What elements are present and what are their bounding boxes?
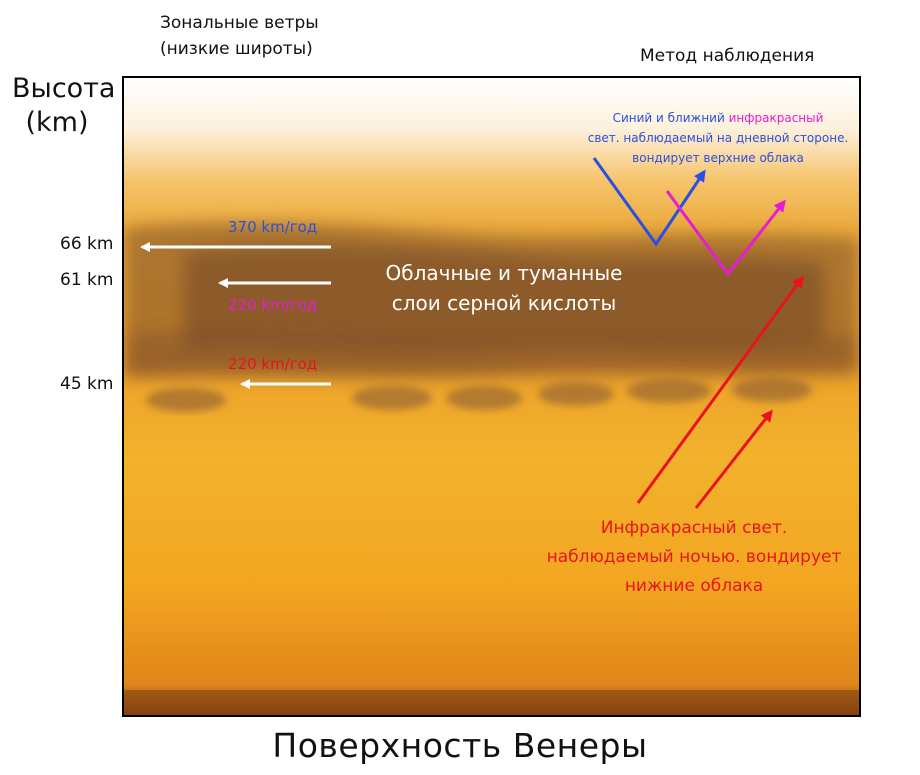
venus-surface-title: Поверхность Венеры xyxy=(272,726,648,765)
sulfuric-cloud-layer xyxy=(124,222,859,378)
near-infrared-arrow xyxy=(665,190,786,277)
altitude-axis-title-line2: (km) xyxy=(25,107,89,138)
venus-atmosphere-panel: 370 km/год 220 km/год 220 km/год Облачны… xyxy=(122,76,861,717)
zonal-winds-heading-line1: Зональные ветры xyxy=(160,13,319,33)
nightside-observation-label: Инфракрасный свет. наблюдаемый ночью. во… xyxy=(534,514,854,601)
venus-surface-band xyxy=(124,690,859,715)
dayside-observation-label: Синий и ближний инфракрасный свет. наблю… xyxy=(574,108,859,168)
wind-speed-label-61: 220 km/год xyxy=(228,296,318,314)
zonal-winds-heading: Зональные ветры (низкие широты) xyxy=(160,10,360,62)
altitude-axis-title-line1: Высота xyxy=(12,73,116,104)
altitude-axis-title: Высота (km) xyxy=(12,72,116,140)
dayside-observation-magenta-text: инфракрасный xyxy=(728,111,824,125)
atmosphere-illustration xyxy=(124,78,859,715)
infrared-arrow-long xyxy=(636,275,804,504)
altitude-tick-61: 61 km xyxy=(60,270,114,290)
cloud-layer-label: Облачные и туманные слои серной кислоты xyxy=(364,258,644,318)
blue-light-arrow xyxy=(592,157,706,247)
nightside-observation-line1: Инфракрасный свет. xyxy=(600,518,788,538)
lower-cloud-puffs xyxy=(146,378,812,412)
dayside-observation-line1: Синий и ближний инфракрасный xyxy=(574,108,859,128)
nightside-observation-line2: наблюдаемый ночью. вондирует xyxy=(546,547,842,567)
zonal-winds-heading-line2: (низкие широты) xyxy=(160,39,313,59)
altitude-tick-66: 66 km xyxy=(60,234,114,254)
nightside-observation-line3: нижние облака xyxy=(624,576,764,596)
dayside-observation-line3: вондирует верхние облака xyxy=(632,151,804,165)
dayside-observation-line2: свет. наблюдаемый на дневной стороне. xyxy=(587,131,849,145)
cloud-layer-label-line1: Облачные и туманные xyxy=(385,261,623,285)
observation-method-heading: Метод наблюдения xyxy=(640,46,815,66)
wind-speed-label-45: 220 km/год xyxy=(228,355,318,373)
dayside-observation-blue-text: Синий и ближний xyxy=(612,111,729,125)
altitude-tick-45: 45 km xyxy=(60,374,114,394)
wind-speed-label-66: 370 km/год xyxy=(228,218,318,236)
cloud-layer-label-line2: слои серной кислоты xyxy=(391,291,617,315)
infrared-arrow-short xyxy=(694,409,773,509)
